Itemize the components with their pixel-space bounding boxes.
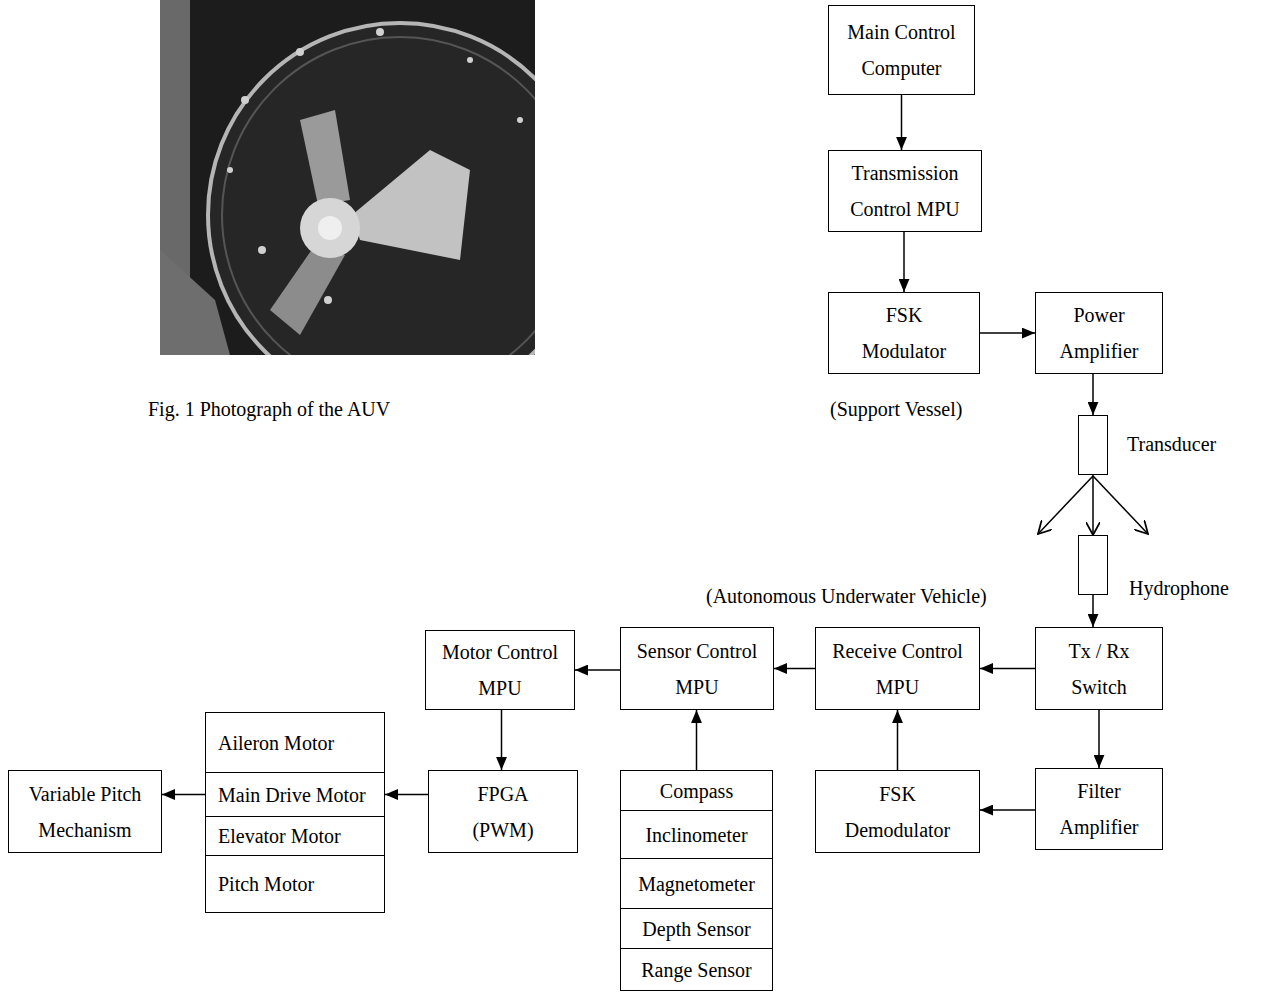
- box-label: Main Drive Motor: [218, 784, 366, 806]
- auv-photo: [160, 0, 535, 355]
- box-label: Variable Pitch Mechanism: [15, 776, 155, 848]
- sensor-box: Depth Sensor: [620, 908, 773, 949]
- motor-box: Pitch Motor: [205, 855, 385, 913]
- signal-arrow: [501, 710, 503, 770]
- process-box: Power Amplifier: [1035, 292, 1163, 374]
- sensor-box: Compass: [620, 770, 773, 811]
- figure-caption: Fig. 1 Photograph of the AUV: [148, 398, 390, 420]
- box-label: Range Sensor: [641, 959, 752, 981]
- signal-arrow: [901, 95, 903, 150]
- signal-arrow: [575, 669, 620, 671]
- sensor-box: Magnetometer: [620, 858, 773, 909]
- hydrophone-box: Hydrophone: [1078, 535, 1108, 595]
- component-label: Hydrophone: [1129, 577, 1229, 599]
- group-label: (Support Vessel): [830, 398, 962, 420]
- blade: [300, 110, 350, 205]
- signal-arrow: [1092, 374, 1094, 415]
- prop-hub-cap: [318, 216, 342, 240]
- box-label: Motor Control MPU: [435, 634, 565, 706]
- motor-box: Main Drive Motor: [205, 772, 385, 817]
- duct-ring: [208, 23, 535, 355]
- signal-arrow: [980, 809, 1035, 811]
- transducer-box: Transducer: [1078, 415, 1108, 475]
- box-label: FSK Demodulator: [838, 776, 958, 848]
- box-label: Transmission Control MPU: [835, 155, 975, 227]
- box-label: Magnetometer: [638, 873, 755, 895]
- signal-arrow: [897, 710, 899, 770]
- box-label: Aileron Motor: [218, 732, 334, 754]
- motor-box: Aileron Motor: [205, 712, 385, 773]
- box-label: Compass: [660, 780, 733, 802]
- motor-box: Elevator Motor: [205, 816, 385, 856]
- signal-arrow: [1092, 595, 1094, 627]
- box-label: Pitch Motor: [218, 873, 314, 895]
- box-label: Tx / Rx Switch: [1044, 633, 1154, 705]
- box-label: Power Amplifier: [1044, 297, 1154, 369]
- process-box: Receive Control MPU: [815, 627, 980, 710]
- blade: [352, 150, 470, 260]
- box-label: Depth Sensor: [642, 918, 750, 940]
- signal-arrow: [696, 710, 698, 770]
- sensor-box: Range Sensor: [620, 948, 773, 991]
- sound-ray: [1093, 476, 1148, 534]
- component-label: Transducer: [1127, 433, 1216, 455]
- box-label: Elevator Motor: [218, 825, 341, 847]
- signal-arrow: [1098, 710, 1100, 768]
- sensor-box: Inclinometer: [620, 810, 773, 859]
- box-label: Inclinometer: [645, 824, 747, 846]
- signal-arrow: [980, 668, 1035, 670]
- process-box: FSK Modulator: [828, 292, 980, 374]
- signal-arrow: [903, 232, 905, 292]
- blade: [270, 245, 345, 335]
- box-label: Receive Control MPU: [823, 633, 973, 705]
- box-label: Sensor Control MPU: [627, 633, 767, 705]
- duct-bolts: [227, 28, 523, 304]
- prop-hub: [300, 198, 360, 258]
- process-box: Main Control Computer: [828, 5, 975, 95]
- signal-arrow: [385, 794, 428, 796]
- process-box: Motor Control MPU: [425, 630, 575, 710]
- box-label: Main Control Computer: [837, 14, 967, 86]
- signal-arrow: [980, 332, 1035, 334]
- process-box: FPGA (PWM): [428, 770, 578, 853]
- signal-arrow: [162, 794, 205, 796]
- box-label: FSK Modulator: [854, 297, 954, 369]
- process-box: Sensor Control MPU: [620, 627, 774, 710]
- group-label: (Autonomous Underwater Vehicle): [706, 585, 987, 607]
- box-label: Filter Amplifier: [1049, 773, 1149, 845]
- process-box: Tx / Rx Switch: [1035, 627, 1163, 710]
- process-box: Filter Amplifier: [1035, 768, 1163, 850]
- signal-arrow: [1092, 475, 1094, 535]
- duct-inner: [222, 37, 535, 355]
- signal-arrow: [774, 668, 815, 670]
- process-box: Transmission Control MPU: [828, 150, 982, 232]
- sound-ray: [1038, 476, 1093, 534]
- box-label: FPGA (PWM): [453, 776, 553, 848]
- process-box: Variable Pitch Mechanism: [8, 770, 162, 853]
- process-box: FSK Demodulator: [815, 770, 980, 853]
